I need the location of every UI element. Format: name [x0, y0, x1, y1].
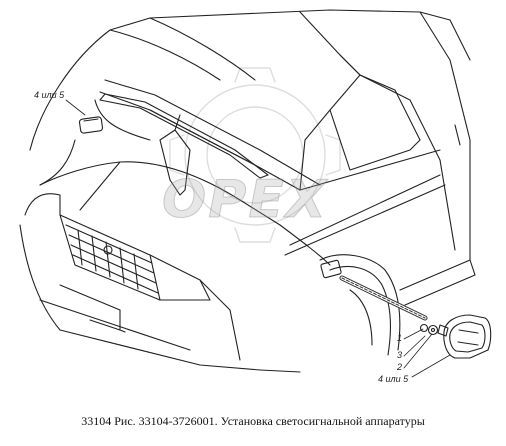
exploded-parts: [419, 323, 449, 337]
watermark: OPEX: [162, 170, 328, 231]
callout-item-3: 3: [397, 350, 403, 360]
wheel-arch: [259, 224, 401, 373]
mirror: [159, 114, 191, 196]
door: [284, 54, 461, 256]
leader-lines: [65, 99, 451, 378]
callout-top-left: 4 или 5: [34, 90, 65, 100]
front-grille: [59, 214, 161, 301]
callout-item-1: 1: [397, 333, 403, 343]
windshield: [99, 79, 321, 191]
fender-lamp-mount: [320, 259, 342, 279]
exploded-arrow: [339, 275, 428, 321]
callout-bottom-right: 4 или 5: [378, 374, 409, 384]
callout-item-2: 2: [397, 362, 403, 372]
front-fascia: [19, 193, 261, 371]
hood: [39, 99, 281, 226]
watermark-gear: [169, 67, 341, 243]
figure-caption: 33104 Рис. 33104-3726001. Установка свет…: [81, 414, 425, 428]
side-lamp-lens: [443, 314, 492, 359]
side-repeater-lamp-left: [78, 116, 104, 134]
wiper-channel: [99, 93, 269, 179]
sill: [399, 259, 476, 306]
